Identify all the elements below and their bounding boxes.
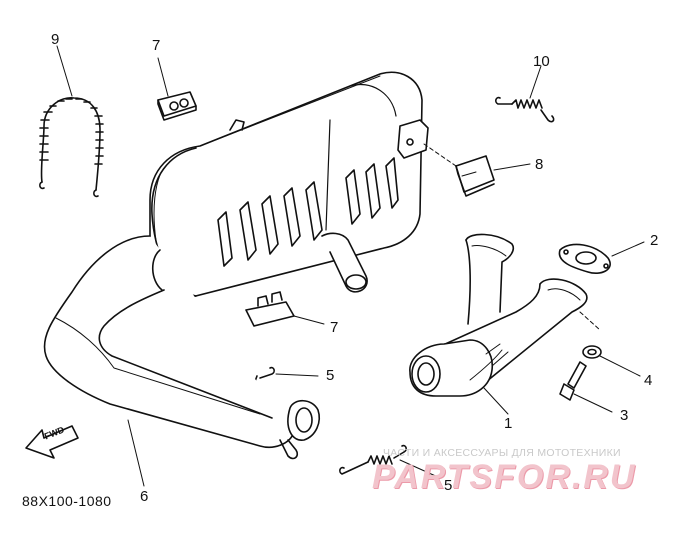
spring-part-5-lower: [339, 444, 441, 479]
callout-2: 2: [650, 232, 659, 249]
forward-direction-arrow: [25, 425, 79, 459]
exhaust-pipe-part-6: [43, 235, 320, 487]
callout-7-lower: 7: [330, 319, 339, 336]
callout-9: 9: [51, 31, 60, 48]
gasket-part-2: [558, 241, 645, 274]
exhaust-manifold-part-1: [409, 233, 601, 415]
spring-part-10: [495, 65, 555, 123]
damper-part-7-top: [157, 57, 197, 121]
callout-7-top: 7: [152, 37, 161, 54]
callout-4: 4: [644, 372, 653, 389]
callout-10: 10: [533, 53, 550, 70]
drawing-code: 88X100-1080: [22, 493, 112, 509]
damper-part-8: [423, 143, 531, 197]
watermark-tagline: ЧАСТИ И АКСЕССУАРЫ ДЛЯ МОТОТЕХНИКИ: [383, 447, 621, 459]
callout-8: 8: [535, 156, 544, 173]
callout-5-upper: 5: [326, 367, 335, 384]
washer-part-4: [582, 345, 641, 377]
spring-part-9: [39, 45, 104, 198]
muffler-body: [149, 71, 429, 305]
callout-1: 1: [504, 415, 513, 432]
bolt-part-3: [559, 361, 613, 413]
callout-3: 3: [620, 407, 629, 424]
damper-part-7-lower: [245, 291, 325, 327]
callout-6: 6: [140, 488, 149, 505]
callout-5-lower: 5: [444, 477, 453, 494]
watermark-brand: PARTSFOR.RU: [372, 458, 637, 496]
